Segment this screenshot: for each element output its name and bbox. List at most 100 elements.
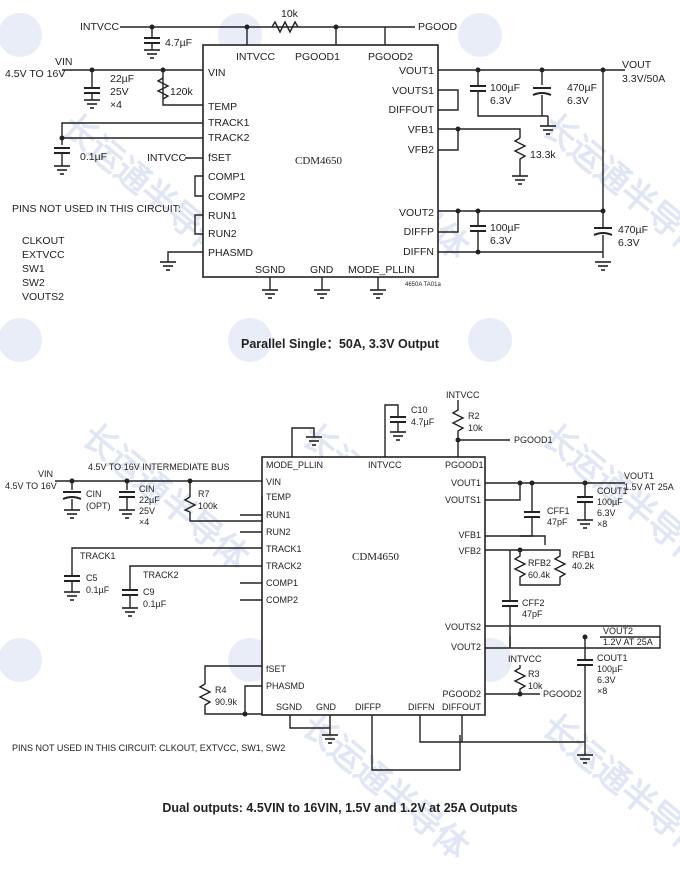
r2-label: R2 [468, 411, 480, 421]
resistor-120k [156, 77, 170, 100]
c9-value: 0.1µF [143, 599, 167, 609]
capacitor-4.7uf [143, 37, 161, 44]
cout1-voltage: 6.3V [490, 95, 512, 107]
caption-2: Dual outputs: 4.5VIN to 16VIN, 1.5V and … [162, 801, 517, 815]
chip-1-pin-left: RUN2 [208, 228, 237, 240]
rfb2-value: 60.4k [528, 570, 551, 580]
resistor-10k [271, 20, 299, 34]
chip-2-pin-right: DIFFOUT [442, 702, 481, 712]
vin-label: VIN [55, 56, 73, 68]
unused-2: PINS NOT USED IN THIS CIRCUIT: CLKOUT, E… [12, 743, 285, 753]
chip-2-pin-bottom: DIFFP [355, 702, 381, 712]
circuit-2: CDM4650 MODE_PLLIN INTVCC PGOOD1 VIN TEM… [5, 390, 674, 815]
chip-1-pin-right: VOUTS1 [392, 85, 434, 97]
chip-2-pin-top: PGOOD1 [445, 460, 484, 470]
cin-count: ×4 [110, 99, 122, 111]
chip-2-pin-right: PGOOD2 [442, 689, 481, 699]
watermark-text: 长运通半导体 [535, 107, 680, 267]
capacitor-100uf-2 [469, 225, 487, 232]
chip-1-pin-left: TRACK1 [208, 117, 250, 129]
chip-cdm4650-1 [202, 44, 439, 278]
chip-1-pin-left: fSET [208, 152, 232, 164]
cout2-count-2: ×8 [597, 686, 607, 696]
watermark-text: 长运通半导体 [295, 707, 476, 867]
rfb1-label: RFB1 [572, 550, 595, 560]
vin-range: 4.5V TO 16V [5, 68, 65, 80]
cin-voltage: 25V [110, 86, 129, 98]
cin-opt-label: CIN [86, 489, 102, 499]
capacitor-cff1 [523, 511, 541, 518]
vout2-spec: 1.2V AT 25A [603, 637, 653, 647]
chip-1-pin-right: VFB2 [408, 144, 434, 156]
part-tag: 4650A TA01a [405, 282, 441, 288]
cin-voltage-2: 25V [139, 506, 155, 516]
chip-1-pin-right: VOUT2 [399, 207, 434, 219]
chip-2-pin-left: RUN1 [266, 510, 291, 520]
cout4-voltage: 6.3V [618, 237, 640, 249]
chip-2-pin-bottom: SGND [276, 702, 303, 712]
intvcc-label: INTVCC [80, 21, 120, 33]
chip-1-pin-right: VOUT1 [399, 65, 434, 77]
vout1-label: VOUT1 [624, 471, 654, 481]
resistor-r7 [183, 496, 197, 513]
bus-label: 4.5V TO 16V INTERMEDIATE BUS [88, 462, 230, 472]
watermark-logo [468, 318, 512, 362]
chip-1-pin-left: PHASMD [208, 247, 253, 259]
r-fb-value: 13.3k [530, 149, 556, 161]
unused-pin: SW1 [22, 263, 45, 275]
chip-2-pin-right: VOUT2 [451, 642, 481, 652]
r3-intvcc: INTVCC [508, 654, 542, 664]
chip-2-pin-left: TRACK1 [266, 544, 302, 554]
c10-label: C10 [411, 405, 428, 415]
watermark-logo [228, 318, 272, 362]
capacitor-cff2 [501, 600, 519, 607]
chip-2-pin-left: RUN2 [266, 527, 291, 537]
capacitor-cout1 [576, 496, 594, 503]
capacitor-c5 [63, 575, 81, 582]
rfb2-label: RFB2 [528, 558, 551, 568]
fset-intvcc: INTVCC [147, 152, 187, 164]
cout1-value-2: 100µF [597, 497, 623, 507]
chip-2-pin-left: fSET [266, 664, 287, 674]
r2-value: 10k [468, 423, 483, 433]
chip-1-pin-right: DIFFP [404, 226, 434, 238]
chip-2-name: CDM4650 [352, 551, 400, 563]
cout1-label-2: COUT1 [597, 486, 628, 496]
vin-label-2: VIN [38, 469, 53, 479]
cff1-value: 47pF [547, 517, 568, 527]
chip-2-pin-right: VOUTS1 [445, 495, 481, 505]
chip-1-pin-right: DIFFN [403, 246, 434, 258]
vout2-label: VOUT2 [603, 626, 633, 636]
chip-2-pin-bottom: DIFFN [408, 702, 435, 712]
capacitor-track [53, 147, 71, 154]
unused-pin: SW2 [22, 277, 45, 289]
cff2-value: 47pF [522, 609, 543, 619]
chip-1-pin-left: RUN1 [208, 210, 237, 222]
c9-label: C9 [143, 587, 155, 597]
cout3-value: 100µF [490, 222, 520, 234]
chip-1-pin-left: VIN [208, 67, 226, 79]
capacitor-c9 [121, 589, 139, 596]
pgood-label: PGOOD [418, 21, 458, 33]
resistor-r4 [198, 665, 262, 715]
resistor-rfb [485, 549, 567, 586]
capacitor-470uf [532, 87, 552, 96]
c5-value: 0.1µF [86, 585, 110, 595]
cin-value: 22µF [110, 73, 134, 85]
resistor-r2 [451, 400, 510, 457]
r7-value: 100k [198, 501, 218, 511]
capacitor-cin [83, 87, 101, 94]
chip-2-pin-right: VFB2 [458, 546, 481, 556]
cff2-label: CFF2 [522, 598, 545, 608]
chip-1-pin-bottom: MODE_PLLIN [348, 264, 415, 276]
chip-1-pin-right: VFB1 [408, 124, 434, 136]
chip-1-pin-top: PGOOD2 [368, 51, 413, 63]
caption-1: Parallel Single：50A, 3.3V Output [241, 337, 440, 351]
cout4-value: 470µF [618, 224, 648, 236]
chip-2-pin-right: VFB1 [458, 530, 481, 540]
cout2-value-2: 100µF [597, 664, 623, 674]
r-top-value: 10k [281, 8, 299, 20]
vout-label: VOUT [622, 59, 652, 71]
unused-pin: CLKOUT [22, 235, 65, 247]
